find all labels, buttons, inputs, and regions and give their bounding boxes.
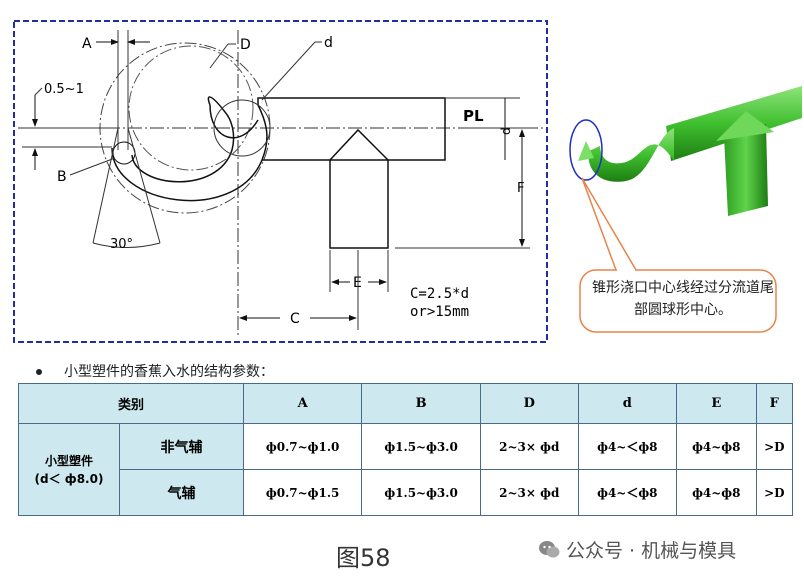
- header-D: D: [479, 383, 579, 424]
- cell-B: ф1.5~ф3.0: [361, 469, 481, 516]
- banana-runner: [111, 96, 446, 202]
- angle-arc: [92, 242, 161, 248]
- label-PL: PL: [463, 107, 484, 125]
- cell-d: ф4~＜ф8: [577, 469, 677, 516]
- banana-inner: [209, 104, 259, 139]
- group-cell: 小型塑件 (d＜ ф8.0): [18, 423, 120, 516]
- bullet-dot: [36, 369, 42, 375]
- row-type: 非气辅: [119, 423, 244, 470]
- cell-D: 2~3× фd: [479, 469, 579, 516]
- gate-circle-B: [112, 141, 136, 165]
- cell-E: ф4~ф8: [675, 423, 757, 470]
- circle-D: [128, 45, 254, 171]
- label-small-d: d: [499, 127, 513, 135]
- banana-gate-drawing: A D d 0.5~1 B 30° PL d F E C C=2.5*d or>…: [13, 20, 548, 343]
- leader-D: [209, 43, 229, 69]
- leader-d: [261, 41, 316, 101]
- banana-gate-3d-model: [569, 86, 802, 333]
- highlight-ellipse: [569, 119, 603, 181]
- label-range: 0.5~1: [44, 82, 84, 97]
- cell-B: ф1.5~ф3.0: [361, 423, 481, 470]
- header-F: F: [755, 383, 794, 424]
- cell-D: 2~3× фd: [479, 423, 579, 470]
- parameter-table: 类别 A B D d E F 小型塑件 (d＜ ф8.0) 非气辅 ф0.7~ф…: [18, 383, 794, 516]
- cell-E: ф4~ф8: [675, 469, 757, 516]
- header-category: 类别: [18, 383, 244, 424]
- header-d: d: [577, 383, 677, 424]
- label-E: E: [353, 275, 362, 291]
- callout-box: [579, 269, 777, 333]
- group-line2: (d＜ ф8.0): [34, 471, 104, 486]
- cell-F: >D: [755, 469, 794, 516]
- watermark-text: 公众号 · 机械与模具: [566, 540, 737, 562]
- model-cone: [716, 111, 774, 141]
- cell-A: ф0.7~ф1.0: [242, 423, 363, 470]
- drawing-frame: [13, 20, 548, 343]
- table-row: 气辅 ф0.7~ф1.5 ф1.5~ф3.0 2~3× фd ф4~＜ф8 ф4…: [19, 469, 794, 516]
- group-line1: 小型塑件: [44, 453, 93, 468]
- table-row: 小型塑件 (d＜ ф8.0) 非气辅 ф0.7~ф1.0 ф1.5~ф3.0 2…: [18, 423, 794, 516]
- cell-F: >D: [755, 423, 794, 470]
- cell-d: ф4~＜ф8: [577, 423, 677, 470]
- sub-runner: [329, 128, 389, 249]
- watermark: 公众号 · 机械与模具: [538, 536, 736, 563]
- row-type: 气辅: [119, 469, 244, 516]
- model-gate-tip: [578, 141, 594, 161]
- cell-A: ф0.7~ф1.5: [242, 469, 363, 516]
- table-header-row: 类别 A B D d E F: [18, 383, 794, 424]
- bullet-line: 小型塑件的香蕉入水的结构参数：: [36, 361, 274, 381]
- figure-caption: 图58: [336, 544, 391, 572]
- formula-line2: or>15mm: [410, 304, 469, 320]
- model-sprue: [724, 124, 768, 216]
- label-C: C: [290, 311, 300, 327]
- callout-text: 锥形浇口中心线经过分流道尾部圆球形中心。: [592, 280, 774, 318]
- dim-range-leader: [34, 87, 43, 96]
- circle-d: [213, 99, 271, 157]
- label-A: A: [82, 36, 92, 52]
- header-B: B: [361, 383, 481, 424]
- label-B: B: [57, 169, 67, 185]
- model-banana: [588, 128, 674, 182]
- label-D: D: [240, 37, 251, 53]
- header-A: A: [242, 383, 363, 424]
- formula-line1: C=2.5*d: [410, 286, 469, 302]
- label-F: F: [517, 181, 524, 196]
- header-E: E: [675, 383, 757, 424]
- callout-pointer: [581, 177, 638, 271]
- cone-line-left: [92, 127, 119, 244]
- label-d: d: [324, 35, 333, 51]
- cone-line-right: [127, 127, 161, 244]
- wechat-icon: [539, 541, 560, 558]
- bullet-text: 小型塑件的香蕉入水的结构参数：: [64, 364, 274, 380]
- label-angle: 30°: [110, 237, 133, 252]
- leader-B: [69, 157, 116, 176]
